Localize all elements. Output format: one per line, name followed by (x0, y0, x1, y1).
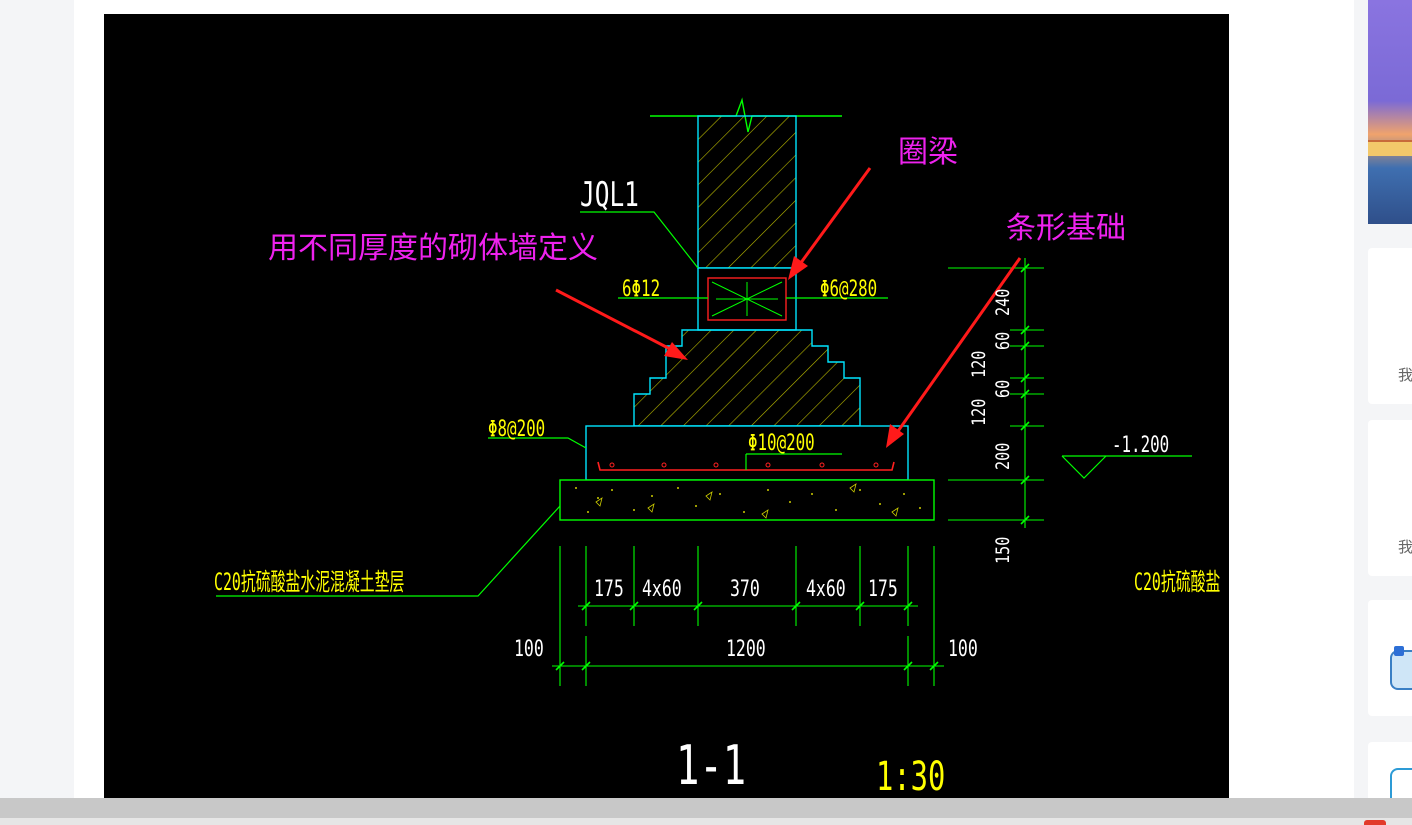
banner-decoration (1368, 140, 1412, 156)
sidebar-card-1-text: 我 (1398, 367, 1412, 384)
section-label-text: 1-1 (676, 735, 746, 798)
cad-section-drawing: JQL1 6Φ12 Φ6@280 Φ8@200 Φ10@200 -1.200 C… (104, 14, 1229, 798)
rebar-bottom-text: Φ10@200 (748, 429, 815, 455)
dim-v-120-top: 120 (968, 351, 990, 378)
rebar-stirrup-text: Φ6@280 (820, 275, 877, 301)
wall-body (697, 115, 797, 269)
dim-h-4x60-left: 4x60 (642, 576, 682, 602)
bottom-strip (0, 818, 1412, 825)
left-gutter (0, 0, 74, 798)
leader-lines (216, 211, 888, 597)
sidebar-banner-ad[interactable] (1368, 0, 1412, 224)
cushion-label-cut-text: C20抗硫酸盐 (1134, 567, 1220, 596)
chat-icon (1390, 768, 1412, 798)
concrete-cushion (559, 479, 935, 521)
dim-v-240: 240 (992, 289, 1014, 316)
dim-h-100-right: 100 (948, 636, 978, 662)
app-icon-badge (1394, 646, 1404, 656)
sidebar-card-4[interactable] (1368, 742, 1412, 798)
vertical-dimensions (948, 258, 1044, 528)
annotation-ring-beam-text: 圈梁 (898, 135, 958, 170)
beam-tag-text: JQL1 (580, 175, 639, 214)
right-sidebar: 我 我 (1368, 0, 1412, 798)
dim-h-100-left: 100 (514, 636, 544, 662)
elevation-symbol (1061, 455, 1192, 479)
dim-h-4x60-right: 4x60 (806, 576, 846, 602)
sidebar-card-3[interactable] (1368, 600, 1412, 716)
cad-drawing-svg: JQL1 6Φ12 Φ6@280 Φ8@200 Φ10@200 -1.200 C… (104, 14, 1229, 798)
dim-v-150: 150 (992, 537, 1014, 564)
rebar-main-text: 6Φ12 (622, 275, 660, 301)
bottom-red-badge (1364, 820, 1386, 825)
dim-h-370: 370 (730, 576, 760, 602)
dim-v-60-top: 60 (992, 332, 1014, 350)
horizontal-scrollbar[interactable] (0, 798, 1412, 818)
horizontal-dimensions (552, 546, 944, 686)
dim-v-200: 200 (992, 443, 1014, 470)
right-gutter (1354, 0, 1368, 798)
elevation-text: -1.200 (1112, 431, 1169, 457)
dim-h-1200: 1200 (726, 636, 766, 662)
cushion-label-text: C20抗硫酸盐水泥混凝土垫层 (214, 567, 404, 596)
dim-h-175-right: 175 (868, 576, 898, 602)
strip-footing (585, 425, 909, 481)
app-icon (1390, 650, 1412, 690)
annotation-arrows (555, 167, 1022, 448)
sidebar-card-2-text: 我 (1398, 539, 1412, 556)
rebar-left-text: Φ8@200 (488, 415, 545, 441)
dim-v-60-bottom: 60 (992, 380, 1014, 398)
ring-beam (697, 267, 797, 331)
sidebar-card-1[interactable]: 我 (1368, 248, 1412, 404)
scale-label-text: 1:30 (876, 754, 945, 798)
dim-h-175-left: 175 (594, 576, 624, 602)
annotation-wall-text: 用不同厚度的砌体墙定义 (268, 231, 598, 266)
sidebar-card-2[interactable]: 我 (1368, 420, 1412, 576)
dim-v-120-bottom: 120 (968, 399, 990, 426)
annotation-strip-foundation-text: 条形基础 (1006, 211, 1126, 246)
